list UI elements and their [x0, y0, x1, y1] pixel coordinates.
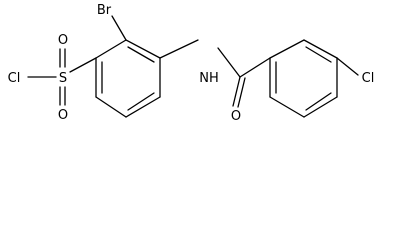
bond-n-carbonyl-c	[217, 47, 241, 78]
ring2-double-bond-1	[305, 46, 332, 63]
bond-carbonyl-c-o-b	[237, 77, 246, 108]
ring1-double-bond-2	[127, 92, 155, 111]
atom-sulfonyl-chlorine: Cl	[8, 71, 21, 86]
atom-oxygen-lower: O	[58, 108, 68, 123]
bond-c2-br	[111, 15, 127, 41]
bond-c1-s	[69, 57, 97, 73]
bond-carbonyl-c-o-a	[232, 76, 241, 107]
bond-lines	[27, 15, 359, 118]
atom-sulfur: S	[59, 71, 67, 86]
atom-carbonyl-oxygen: O	[231, 109, 241, 124]
atom-bromine: Br	[97, 3, 112, 18]
atom-aryl-chlorine: Cl	[362, 71, 375, 86]
ring2-bond-c5-c6	[269, 96, 305, 118]
ring1-bond-c4-c5	[125, 96, 161, 118]
ring1-bond-c5-c6	[95, 96, 127, 118]
ring1-bond-c1-c2	[95, 39, 127, 59]
atom-labels: Br Cl S O O NH O Cl	[8, 3, 375, 124]
ring2-bond-c2-c3	[303, 39, 338, 59]
ring2-bond-c1-c2	[269, 39, 305, 59]
atom-oxygen-upper: O	[58, 33, 68, 48]
ring1-double-bond-1	[127, 46, 155, 63]
ring1-bond-c2-c3	[125, 39, 161, 59]
ring2-double-bond-2	[305, 92, 332, 111]
bond-c4-cl	[336, 57, 359, 76]
ring2-bond-c4-c5	[303, 96, 338, 118]
bond-c4-n	[159, 39, 199, 59]
bond-carbonyl-c-ring2	[239, 57, 271, 78]
chemical-structure: Br Cl S O O NH O Cl	[8, 3, 375, 124]
atom-amide-nitrogen: NH	[199, 71, 219, 86]
